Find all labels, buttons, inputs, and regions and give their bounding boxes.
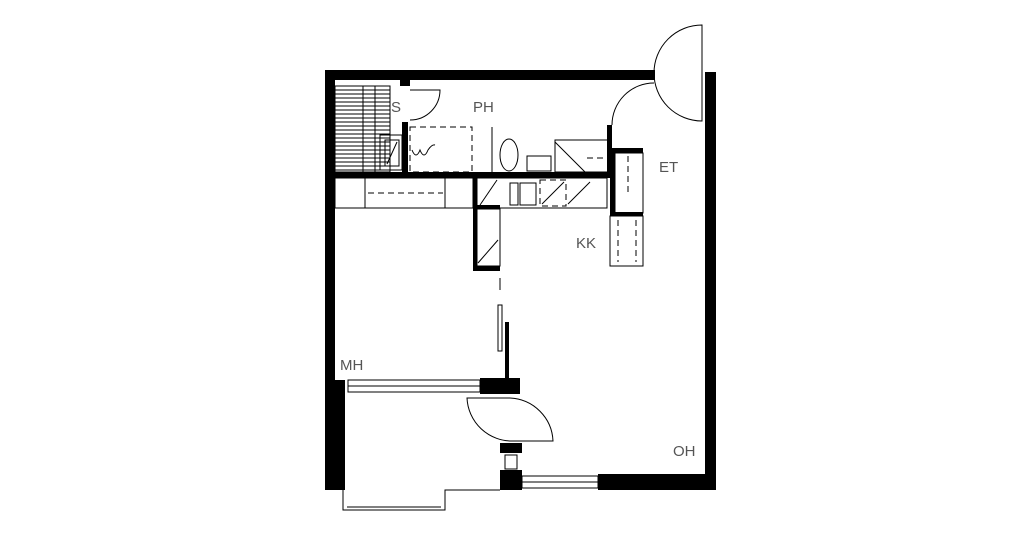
toilet-icon — [499, 138, 519, 172]
stair-hatch — [334, 85, 391, 173]
room-label-kitchen: KK — [576, 235, 596, 252]
room-label-bedroom: MH — [340, 357, 363, 374]
interior-walls — [335, 78, 643, 394]
balcony — [342, 489, 500, 511]
room-label-living-room: OH — [673, 443, 696, 460]
room-label-entrance: ET — [659, 159, 678, 176]
sauna-door-icon — [409, 89, 441, 121]
bathroom-door-icon — [611, 82, 655, 126]
sink-icon — [526, 155, 552, 172]
room-labels: S PH ET KK MH OH — [340, 99, 696, 460]
exterior-walls — [325, 70, 716, 490]
windows — [347, 379, 599, 489]
room-label-bathroom: PH — [473, 99, 494, 116]
room-label-sauna: S — [391, 99, 401, 116]
fixtures — [334, 126, 644, 267]
doors — [409, 24, 703, 442]
sliding-door-icon — [497, 304, 503, 352]
entrance-door-icon — [653, 24, 703, 122]
balcony-door-icon — [466, 397, 554, 442]
stair-lines — [335, 89, 390, 171]
